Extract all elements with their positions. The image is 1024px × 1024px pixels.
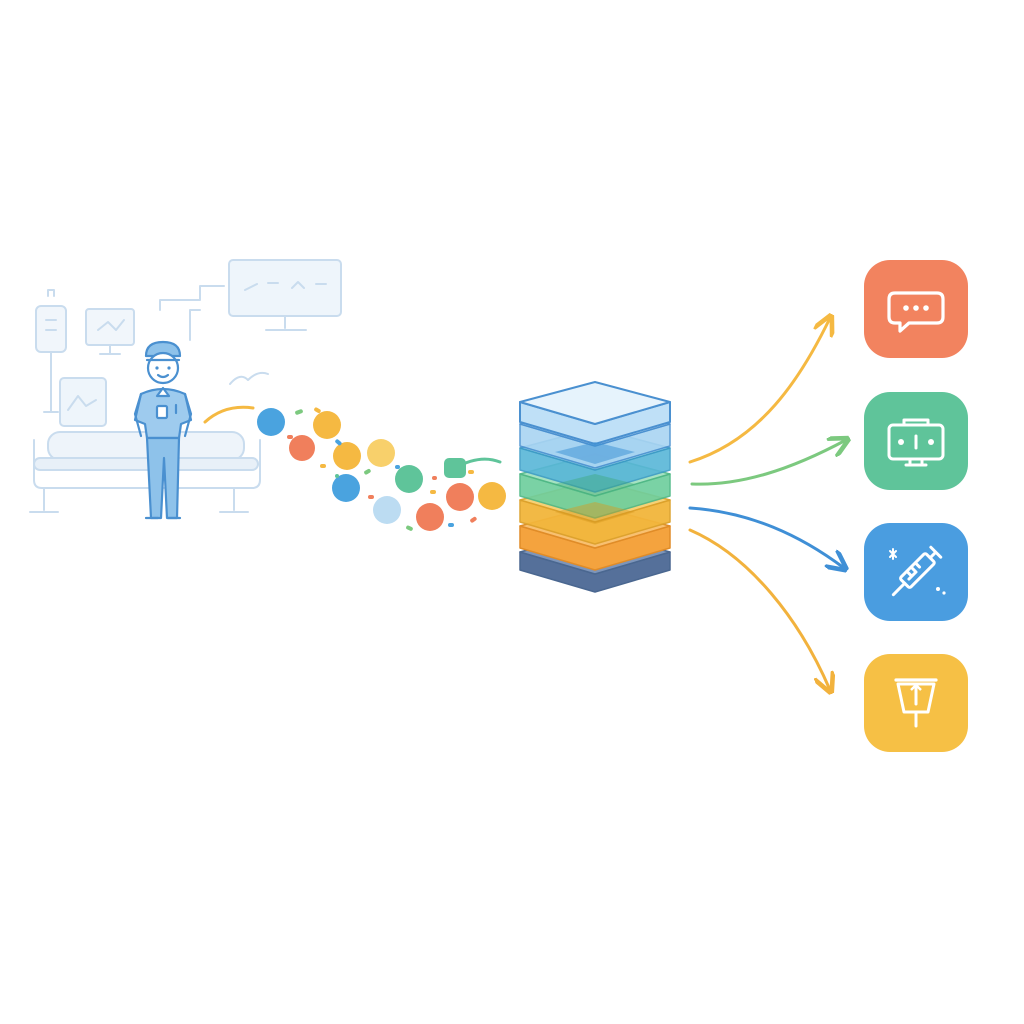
arrow-to-syringe	[688, 506, 844, 568]
iv-tile	[864, 654, 968, 752]
hospital-background	[29, 259, 342, 513]
arrow-to-chat	[688, 318, 830, 464]
output-arrows	[688, 318, 846, 690]
layered-database-stack-icon	[519, 381, 671, 593]
bedside-unit-icon	[59, 377, 107, 427]
chat-tile	[864, 260, 968, 358]
syringe-tile	[864, 523, 968, 621]
small-monitor-icon	[85, 308, 135, 355]
hospital-bed-icon	[29, 431, 261, 513]
chat-bubble-icon	[887, 291, 945, 333]
nurse-figure-icon	[133, 340, 193, 520]
data-stream	[203, 405, 506, 531]
syringe-icon	[889, 545, 946, 597]
wall-monitor-icon	[228, 259, 342, 331]
iv-drip-bag-icon	[894, 678, 938, 728]
arrow-to-iv	[688, 528, 830, 690]
patient-monitor-icon	[887, 418, 945, 467]
monitor-tile	[864, 392, 968, 490]
iv-stand-icon	[35, 289, 67, 413]
arrow-to-monitor	[690, 440, 846, 486]
